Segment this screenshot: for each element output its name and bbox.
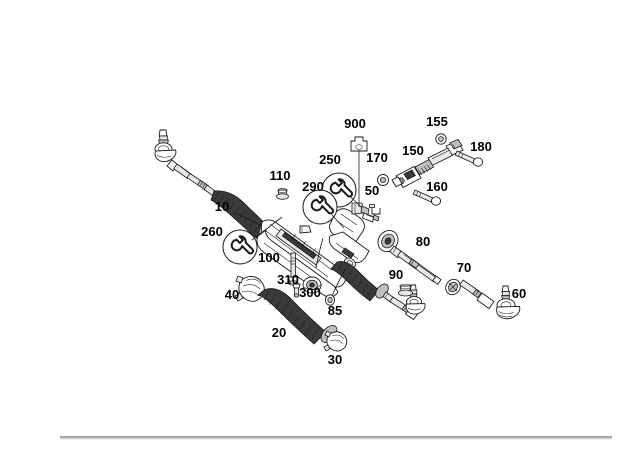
callout-label-290: 290 [302,179,324,194]
part-160-bolt [412,189,442,206]
callout-label-300: 300 [299,285,321,300]
callout-label-250: 250 [319,152,341,167]
part-pinion-valve-housing [328,202,380,269]
part-60-outer-tie-rod-end [459,279,521,320]
callout-label-70: 70 [457,260,471,275]
callout-label-150: 150 [402,143,424,158]
part-lower-right-tie-rod-end [389,284,426,321]
part-300-large-bushing [302,276,322,294]
callout-label-110: 110 [270,168,291,183]
part-170-seal-ring [377,174,389,186]
callout-label-90: 90 [389,267,403,282]
callout-labels: 10 20 30 40 50 60 70 80 85 90 100 110 15… [201,114,526,367]
callout-label-40: 40 [225,287,239,302]
callout-label-100: 100 [258,250,280,265]
callout-label-160: 160 [426,179,448,194]
callout-label-155: 155 [426,114,448,129]
callout-label-170: 170 [366,150,388,165]
part-70-lock-nut [445,278,461,296]
callout-label-60: 60 [512,286,526,301]
callout-label-50: 50 [365,183,379,198]
part-310-short-bolt [292,283,301,298]
callout-label-80: 80 [416,234,430,249]
callout-label-180: 180 [470,139,492,154]
callout-label-30: 30 [328,352,342,367]
part-left-tie-rod-end [154,129,192,180]
callout-label-85: 85 [328,303,342,318]
part-100-long-bolt [287,252,299,286]
wrench-callout-290 [302,189,345,229]
callout-label-10: 10 [215,199,229,214]
part-40-clamp-large [234,275,265,302]
part-90-castle-nut [398,283,413,297]
callout-label-900: 900 [344,116,366,131]
part-85-small-bushing [324,269,346,306]
callout-label-260: 260 [201,224,223,239]
leader-lines [235,212,324,269]
footer-rule [60,436,612,440]
part-155-washer [435,133,447,145]
callout-label-20: 20 [272,325,286,340]
part-30-clamp-small [323,330,348,352]
part-50-retaining-clip [369,204,381,215]
part-180-bolt [454,150,484,167]
callout-label-310: 310 [277,272,299,287]
part-80-inner-tie-rod [377,229,442,285]
part-150-steering-shaft-joint [391,138,464,189]
part-110-flange-nut [276,188,289,200]
part-900-bracket [350,136,368,207]
wrench-callout-260 [222,216,283,265]
